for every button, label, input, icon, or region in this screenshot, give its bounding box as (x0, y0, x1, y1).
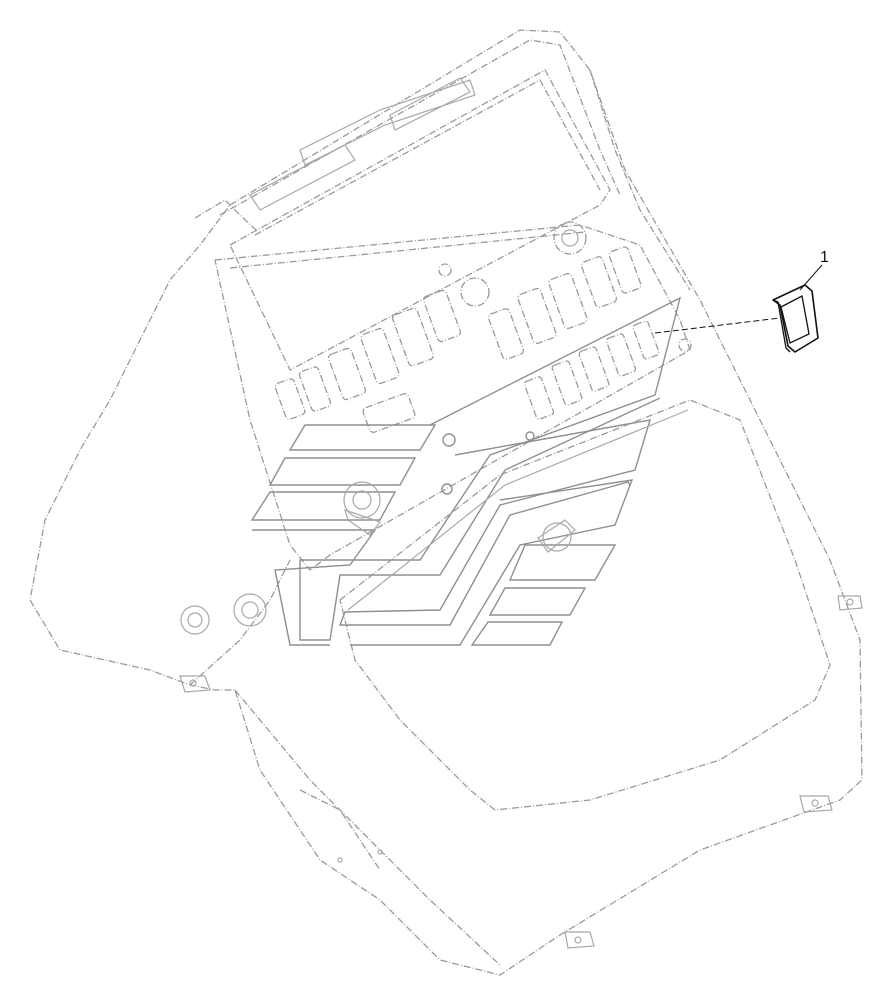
upper-display-panel (229, 69, 611, 371)
switch-panel (214, 221, 692, 571)
callout-1: 1 (820, 249, 829, 266)
decal-label-plate (250, 296, 682, 646)
lower-access-cover (339, 399, 831, 811)
ignition-and-latches (179, 481, 863, 949)
callout-leader (654, 264, 823, 334)
part-1-bezel (772, 284, 819, 353)
callout-number: 1 (820, 249, 829, 266)
dashboard-housing-outline (29, 29, 863, 976)
